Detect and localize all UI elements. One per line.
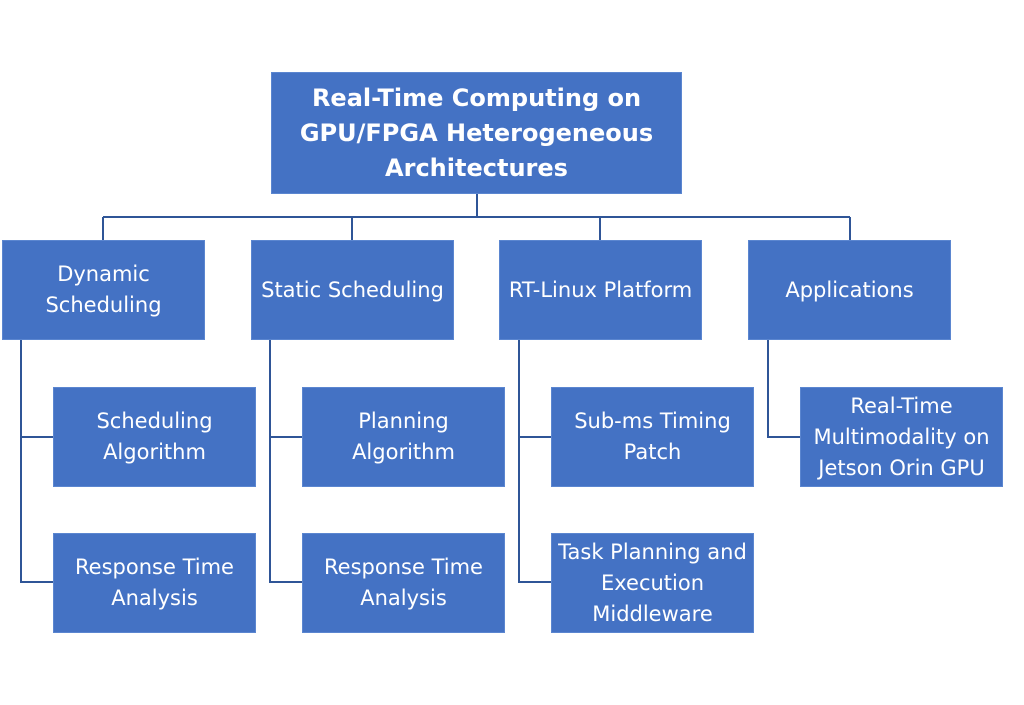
node-response-time-analysis-dynamic: Response Time Analysis (53, 533, 256, 633)
category-rt-linux-platform: RT-Linux Platform (499, 240, 702, 340)
category-applications: Applications (748, 240, 951, 340)
node-task-planning-middleware: Task Planning and Execution Middleware (551, 533, 754, 633)
root-node: Real-Time Computing on GPU/FPGA Heteroge… (271, 72, 682, 194)
node-planning-algorithm: Planning Algorithm (302, 387, 505, 487)
category-dynamic-scheduling: Dynamic Scheduling (2, 240, 205, 340)
category-static-scheduling: Static Scheduling (251, 240, 454, 340)
node-sub-ms-timing-patch: Sub-ms Timing Patch (551, 387, 754, 487)
node-real-time-multimodality: Real-Time Multimodality on Jetson Orin G… (800, 387, 1003, 487)
node-response-time-analysis-static: Response Time Analysis (302, 533, 505, 633)
node-scheduling-algorithm: Scheduling Algorithm (53, 387, 256, 487)
